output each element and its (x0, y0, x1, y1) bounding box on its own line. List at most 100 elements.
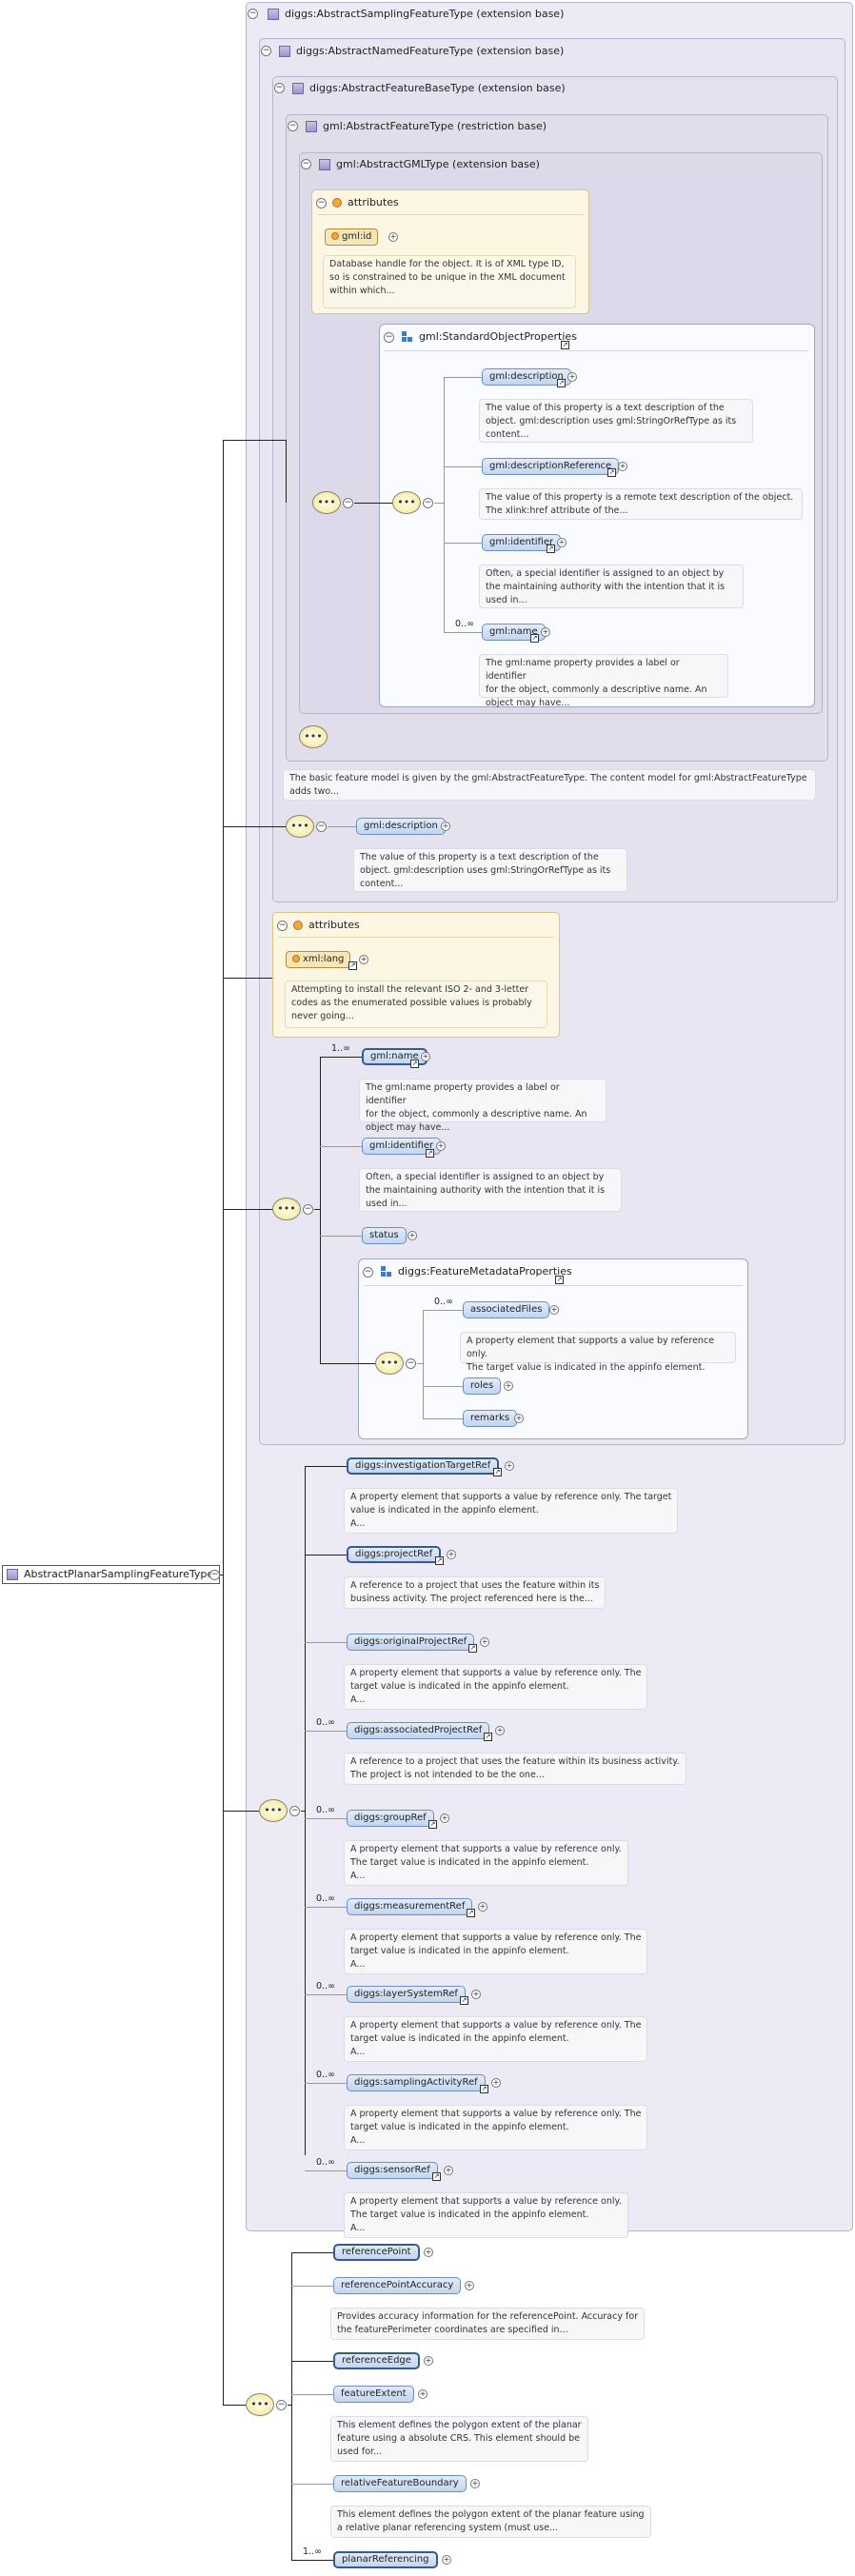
collapse-toggle[interactable]: − (288, 121, 298, 131)
expand-icon[interactable]: + (504, 1381, 513, 1391)
link-icon[interactable]: ↗ (555, 1276, 564, 1284)
element-associated-files[interactable]: associatedFiles (463, 1301, 550, 1318)
connector (320, 1146, 362, 1147)
element-associated-project-ref[interactable]: diggs:associatedProjectRef (347, 1721, 490, 1739)
collapse-toggle[interactable]: − (289, 1806, 300, 1816)
element-relative-feature-boundary[interactable]: relativeFeatureBoundary (333, 2475, 467, 2492)
sequence-icon: ••• (375, 1352, 404, 1375)
element-reference-point-accuracy[interactable]: referencePointAccuracy (333, 2277, 462, 2294)
collapse-toggle[interactable]: − (248, 9, 258, 19)
expand-icon[interactable]: + (440, 1813, 449, 1823)
expand-icon[interactable]: + (436, 1141, 446, 1151)
expand-icon[interactable]: + (441, 822, 450, 831)
element-doc: The gml:name property provides a label o… (359, 1079, 606, 1133)
element-sensor-ref[interactable]: diggs:sensorRef (347, 2162, 438, 2179)
element-group-ref[interactable]: diggs:groupRef (347, 1810, 434, 1827)
element-doc: Provides accuracy information for the re… (330, 2308, 646, 2340)
collapse-toggle[interactable]: − (301, 159, 311, 169)
element-planar-referencing[interactable]: planarReferencing (333, 2551, 438, 2568)
expand-icon[interactable]: + (495, 1725, 505, 1735)
link-icon[interactable]: ↗ (348, 961, 357, 970)
expand-icon[interactable]: + (388, 232, 398, 242)
collapse-toggle[interactable]: − (316, 822, 327, 832)
divider (385, 350, 808, 351)
link-icon[interactable]: ↗ (530, 634, 539, 643)
expand-icon[interactable]: + (480, 1637, 489, 1647)
expand-icon[interactable]: + (465, 2281, 474, 2290)
collapse-toggle[interactable]: − (316, 198, 327, 208)
expand-icon[interactable]: + (514, 1414, 524, 1423)
sequence-icon: ••• (312, 491, 341, 514)
collapse-toggle[interactable]: − (261, 46, 271, 56)
expand-icon[interactable]: + (491, 2077, 501, 2088)
expand-icon[interactable]: + (421, 1052, 430, 1061)
root-type[interactable]: AbstractPlanarSamplingFeatureType (2, 1565, 221, 1584)
link-icon[interactable]: ↗ (561, 341, 569, 349)
element-gml-description[interactable]: gml:description (356, 818, 446, 835)
element-original-project-ref[interactable]: diggs:originalProjectRef (347, 1634, 475, 1651)
collapse-toggle[interactable]: − (274, 83, 285, 93)
expand-icon[interactable]: + (505, 1461, 514, 1471)
expand-icon[interactable]: + (424, 2356, 433, 2366)
expand-icon[interactable]: + (478, 1901, 487, 1912)
attribute-gml-id[interactable]: gml:id (325, 228, 379, 246)
collapse-toggle[interactable]: − (384, 332, 394, 343)
element-roles[interactable]: roles (463, 1377, 502, 1395)
expand-icon[interactable]: + (424, 2248, 433, 2257)
collapse-toggle[interactable]: − (406, 1358, 416, 1369)
expand-icon[interactable]: + (567, 372, 577, 382)
expand-icon[interactable]: + (359, 955, 368, 964)
element-reference-point[interactable]: referencePoint (333, 2244, 420, 2261)
link-icon[interactable]: ↗ (493, 1468, 502, 1476)
link-icon[interactable]: ↗ (467, 1908, 475, 1917)
divider (317, 214, 584, 215)
link-icon[interactable]: ↗ (428, 1820, 437, 1829)
element-reference-edge[interactable]: referenceEdge (333, 2352, 420, 2369)
element-remarks[interactable]: remarks (463, 1410, 518, 1427)
attributes-label: attributes (348, 196, 399, 208)
collapse-toggle[interactable]: − (277, 921, 288, 931)
expand-icon[interactable]: + (442, 2555, 451, 2565)
multiplicity: 1..∞ (303, 2546, 322, 2557)
link-icon[interactable]: ↗ (468, 1644, 477, 1653)
collapse-toggle[interactable]: − (363, 1267, 373, 1278)
multiplicity: 0..∞ (316, 1805, 335, 1815)
expand-icon[interactable]: + (549, 1305, 559, 1315)
link-icon[interactable]: ↗ (557, 379, 566, 387)
element-sampling-activity-ref[interactable]: diggs:samplingActivityRef (347, 2073, 486, 2091)
expand-icon[interactable]: + (557, 538, 567, 547)
element-project-ref[interactable]: diggs:projectRef (347, 1545, 442, 1563)
link-icon[interactable]: ↗ (607, 468, 616, 477)
collapse-toggle[interactable]: − (276, 2400, 287, 2410)
expand-icon[interactable]: + (470, 2479, 480, 2488)
link-icon[interactable]: ↗ (480, 2084, 488, 2093)
collapse-toggle[interactable]: − (209, 1570, 220, 1580)
collapse-toggle[interactable]: − (423, 498, 433, 508)
expand-icon[interactable]: + (447, 1549, 456, 1559)
element-layer-system-ref[interactable]: diggs:layerSystemRef (347, 1986, 466, 2003)
link-icon[interactable]: ↗ (426, 1149, 434, 1158)
attribute-xml-lang[interactable]: xml:lang (286, 951, 351, 968)
element-gml-description-reference[interactable]: gml:descriptionReference (482, 458, 620, 475)
link-icon[interactable]: ↗ (410, 1060, 419, 1068)
link-icon[interactable]: ↗ (547, 545, 555, 553)
expand-icon[interactable]: + (408, 1231, 417, 1240)
element-doc: A property element that supports a value… (344, 1488, 679, 1534)
expand-icon[interactable]: + (444, 2166, 453, 2175)
collapse-toggle[interactable]: − (343, 498, 353, 508)
link-icon[interactable]: ↗ (484, 1732, 492, 1741)
expand-icon[interactable]: + (418, 2389, 428, 2399)
connector (305, 1642, 347, 1643)
element-measurement-ref[interactable]: diggs:measurementRef (347, 1897, 473, 1915)
link-icon[interactable]: ↗ (432, 2172, 441, 2181)
element-investigation-target-ref[interactable]: diggs:investigationTargetRef (347, 1457, 500, 1475)
link-icon[interactable]: ↗ (435, 1556, 444, 1565)
expand-icon[interactable]: + (471, 1990, 481, 1999)
link-icon[interactable]: ↗ (460, 1996, 468, 2005)
element-feature-extent[interactable]: featureExtent (333, 2386, 414, 2403)
expand-icon[interactable]: + (541, 627, 550, 637)
collapse-toggle[interactable]: − (303, 1204, 313, 1215)
element-status[interactable]: status (362, 1227, 407, 1244)
expand-icon[interactable]: + (618, 462, 627, 471)
element-gml-identifier[interactable]: gml:identifier (482, 534, 562, 551)
